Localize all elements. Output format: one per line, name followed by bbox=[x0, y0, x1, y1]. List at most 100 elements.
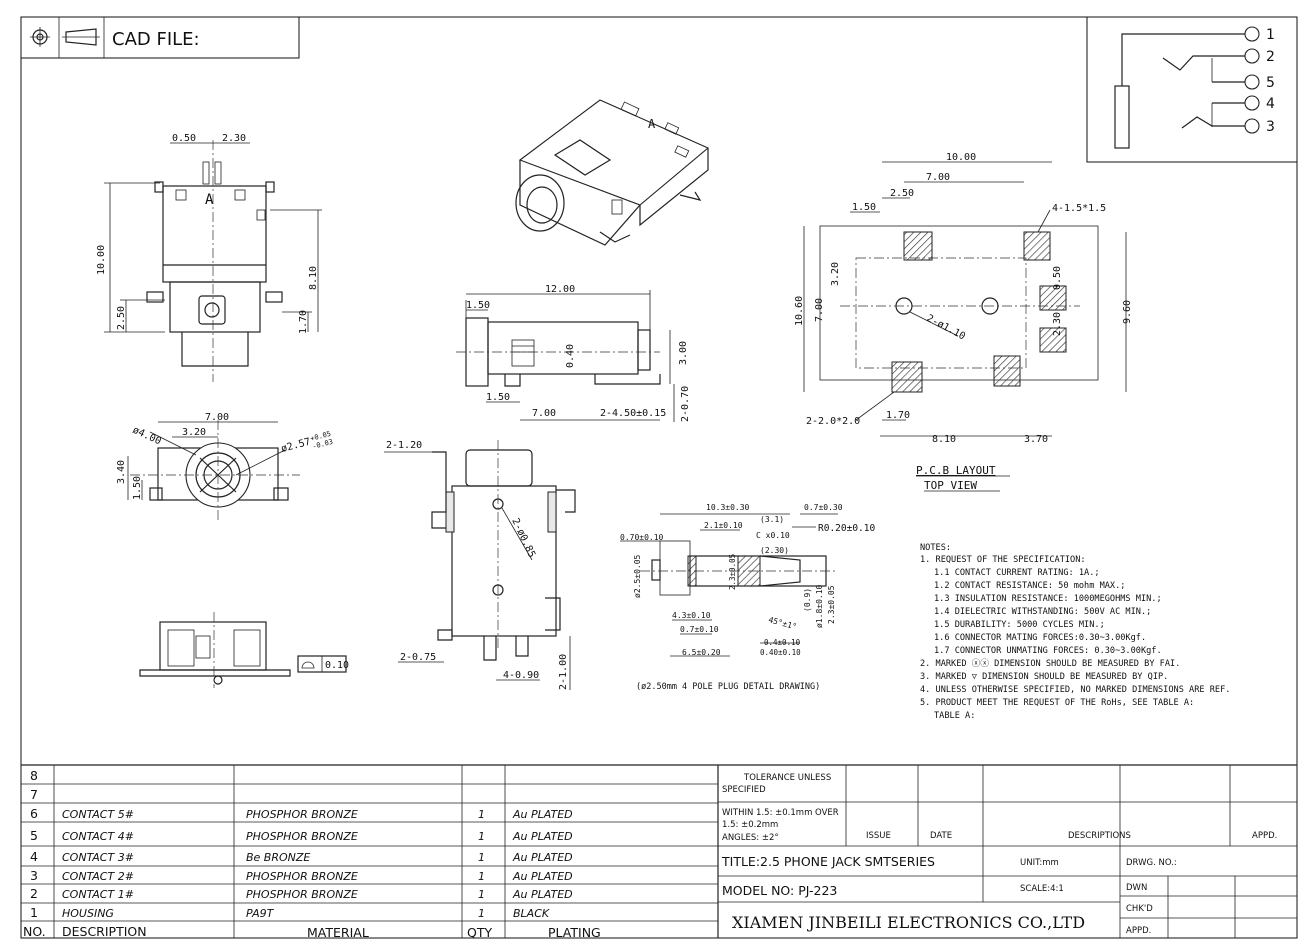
bom-cell-no: 5 bbox=[30, 828, 38, 843]
bom-header-material: MATERIAL bbox=[307, 925, 369, 940]
bom-table bbox=[21, 764, 1297, 938]
appd-label: APPD. bbox=[1252, 831, 1277, 841]
note-line-5: 1.4 DIELECTRIC WITHSTANDING: 500V AC MIN… bbox=[934, 607, 1151, 617]
issue-label: ISSUE bbox=[866, 831, 891, 841]
bom-header-description: DESCRIPTION bbox=[62, 924, 147, 939]
pin-label-3: 3 bbox=[1266, 119, 1275, 135]
top-view: 2-1.20 2-ø0.85 2-0.75 4-0.90 2-1.00 bbox=[384, 440, 576, 690]
appd-label-2: APPD. bbox=[1126, 926, 1151, 936]
notes-title: NOTES: bbox=[920, 543, 951, 553]
note-line-9: 2. MARKED ⓧⓧ DIMENSION SHOULD BE MEASURE… bbox=[920, 658, 1180, 669]
cad-file-label: CAD FILE: bbox=[112, 29, 200, 50]
bottom-view: 7.00 3.20 ø4.00 ø2.57 +0.05 -0.03 3.40 1… bbox=[116, 412, 334, 520]
pcb-dim-2.5: 2.50 bbox=[890, 188, 914, 199]
plug-dim-d2.5: ø2.5±0.05 bbox=[633, 554, 642, 598]
plug-dim-6.5: 6.5±0.20 bbox=[682, 648, 721, 657]
bom-cell-no: 6 bbox=[30, 806, 38, 821]
front-dim-10: 10.00 bbox=[96, 245, 107, 275]
note-line-6: 1.5 DURABILITY: 5000 CYCLES MIN.; bbox=[934, 620, 1105, 630]
pcb-dim-3.7: 3.70 bbox=[1024, 434, 1048, 445]
bom-cell-material: Be BRONZE bbox=[246, 851, 310, 864]
note-line-11: 4. UNLESS OTHERWISE SPECIFIED, NO MARKED… bbox=[920, 685, 1230, 695]
plug-dim-0.4a: 0.4±0.10 bbox=[764, 638, 801, 647]
bom-cell-description: CONTACT 4# bbox=[62, 830, 134, 843]
side-dim-0.4: 0.40 bbox=[565, 344, 576, 368]
tolerance-value-3: ANGLES: ±2° bbox=[722, 833, 779, 843]
side-view: 12.00 1.50 0.40 3.00 1.50 7.00 2-4.50±0.… bbox=[456, 284, 691, 422]
tolerance-title-1: TOLERANCE UNLESS bbox=[743, 773, 831, 783]
side-dim-3: 3.00 bbox=[678, 341, 689, 365]
pcb-dim-7b: 7.00 bbox=[814, 298, 825, 322]
top-dim-4-0.9: 4-0.90 bbox=[503, 670, 539, 681]
chkd-label: CHK'D bbox=[1126, 904, 1153, 914]
note-line-12: 5. PRODUCT MEET THE REQUEST OF THE RoHs,… bbox=[920, 698, 1194, 708]
bom-cell-plating: Au PLATED bbox=[512, 888, 573, 901]
plug-detail: 10.3±0.30 0.7±0.30 2.1±0.10 (3.1) C x0.1… bbox=[620, 503, 875, 692]
bottom-dim-d2.57: ø2.57 bbox=[280, 436, 312, 454]
bom-cell-plating: Au PLATED bbox=[512, 808, 573, 821]
bom-cell-material: PHOSPHOR BRONZE bbox=[246, 808, 358, 821]
bom-header-no: NO. bbox=[23, 924, 46, 939]
third-angle-projection-icon bbox=[30, 27, 100, 47]
pin-schematic: 1 2 5 4 3 bbox=[1086, 16, 1298, 163]
front-dim-2.3: 2.30 bbox=[222, 133, 246, 144]
plug-dim-radius: R0.20±0.10 bbox=[818, 523, 875, 534]
drawing-border bbox=[20, 16, 1298, 939]
pin-label-5: 5 bbox=[1266, 75, 1275, 91]
note-line-3: 1.2 CONTACT RESISTANCE: 50 mohm MAX.; bbox=[934, 581, 1125, 591]
drwg-no-label: DRWG. NO.: bbox=[1126, 858, 1177, 868]
bom-cell-description: CONTACT 2# bbox=[62, 870, 134, 883]
bom-header-plating: PLATING bbox=[548, 925, 601, 940]
note-line-7: 1.6 CONNECTOR MATING FORCES:0.30~3.00Kgf… bbox=[934, 633, 1146, 643]
bom-cell-qty: 1 bbox=[478, 830, 485, 843]
pcb-title: P.C.B LAYOUT bbox=[916, 464, 996, 477]
plug-dim-45deg: 45°±1° bbox=[767, 615, 797, 631]
bom-cell-plating: Au PLATED bbox=[512, 870, 573, 883]
scale-label: SCALE:4:1 bbox=[1020, 884, 1064, 894]
bom-header-qty: QTY bbox=[467, 925, 492, 940]
pcb-dim-10: 10.00 bbox=[946, 152, 976, 163]
note-line-2: 1.1 CONTACT CURRENT RATING: 1A.; bbox=[934, 568, 1100, 578]
bom-cell-material: PHOSPHOR BRONZE bbox=[246, 830, 358, 843]
top-dim-2-1.0: 2-1.00 bbox=[558, 654, 569, 690]
dwn-label: DWN bbox=[1126, 883, 1147, 893]
iso-mark: A bbox=[648, 117, 656, 131]
bottom-dim-1.5: 1.50 bbox=[132, 476, 143, 500]
top-dim-hole: 2-ø0.85 bbox=[509, 517, 537, 560]
bom-cell-no: 8 bbox=[30, 768, 38, 783]
front-view: A 10.00 2.50 8.10 1.70 0.50 2.30 bbox=[96, 133, 322, 382]
pin-label-1: 1 bbox=[1266, 27, 1275, 43]
pcb-dim-1.7: 1.70 bbox=[886, 410, 910, 421]
bom-cell-description: CONTACT 3# bbox=[62, 851, 134, 864]
pcb-dim-10.6: 10.60 bbox=[794, 296, 805, 326]
plug-dim-2.3p: (2.30) bbox=[760, 546, 789, 555]
plug-dim-2.3a: 2.3±0.05 bbox=[728, 554, 737, 590]
plug-dim-0.7c: 0.7±0.10 bbox=[680, 625, 719, 634]
tolerance-value-1: WITHIN 1.5: ±0.1mm OVER bbox=[722, 808, 839, 818]
bom-cell-qty: 1 bbox=[478, 870, 485, 883]
pcb-dim-7a: 7.00 bbox=[926, 172, 950, 183]
side-dim-0.7: 2-0.70 bbox=[680, 386, 691, 422]
isometric-view: A bbox=[515, 99, 710, 246]
pcb-dim-8.1: 8.10 bbox=[932, 434, 956, 445]
notes: NOTES: 1. REQUEST OF THE SPECIFICATION: … bbox=[920, 543, 1230, 721]
title-block: TOLERANCE UNLESS SPECIFIED WITHIN 1.5: ±… bbox=[718, 765, 1297, 938]
plug-dim-4.3: 4.3±0.10 bbox=[672, 611, 711, 620]
front-dim-0.5: 0.50 bbox=[172, 133, 196, 144]
bom-cell-qty: 1 bbox=[478, 888, 485, 901]
date-label: DATE bbox=[930, 831, 952, 841]
pcb-dim-9.6: 9.60 bbox=[1122, 300, 1133, 324]
pcb-dim-pad: 4-1.5*1.5 bbox=[1052, 203, 1106, 214]
pcb-layout: 10.00 7.00 2.50 1.50 4-1.5*1.5 3.20 0.50… bbox=[794, 152, 1133, 492]
bottom-dim-d4: ø4.00 bbox=[131, 425, 163, 448]
table-row: 7 bbox=[30, 787, 38, 802]
note-line-8: 1.7 CONNECTOR UNMATING FORCES: 0.30~3.00… bbox=[934, 646, 1162, 656]
note-line-13: TABLE A: bbox=[934, 711, 975, 721]
top-dim-2-0.75: 2-0.75 bbox=[400, 652, 436, 663]
